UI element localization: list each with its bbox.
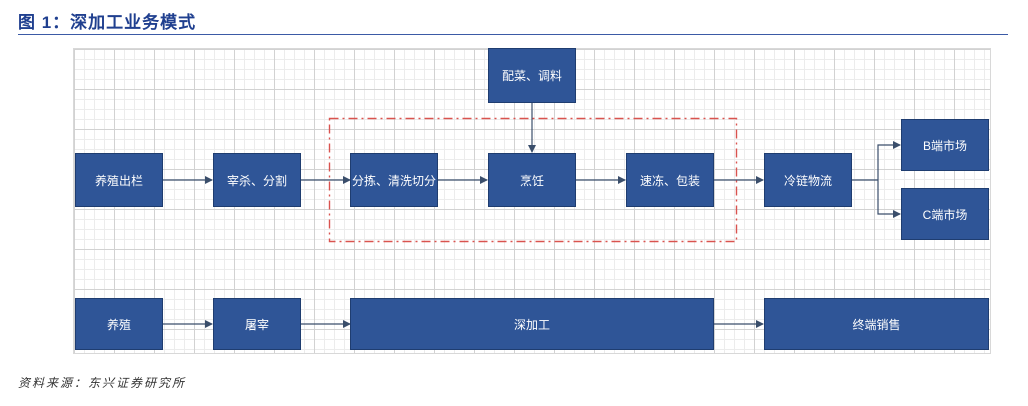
node-c-market: C端市场: [901, 188, 989, 240]
node-freeze-pack: 速冻、包装: [626, 153, 714, 207]
node-ingredients: 配菜、调料: [488, 48, 576, 103]
figure-title: 图 1：深加工业务模式: [18, 13, 197, 32]
node-farming-outbound: 养殖出栏: [75, 153, 163, 207]
node-slaughter: 屠宰: [213, 298, 301, 350]
node-farming: 养殖: [75, 298, 163, 350]
title-rule: [18, 34, 1008, 35]
node-slaughter-split: 宰杀、分割: [213, 153, 301, 207]
arrow-cold-chain-to-c-market: [877, 180, 901, 218]
node-cold-chain: 冷链物流: [764, 153, 852, 207]
processing-stage-dashed-frame: [328, 117, 738, 243]
node-deep-processing: 深加工: [350, 298, 714, 350]
node-b-market: B端市场: [901, 119, 989, 171]
node-cooking: 烹饪: [488, 153, 576, 207]
node-terminal-sales: 终端销售: [764, 298, 989, 350]
source-note: 资料来源：东兴证券研究所: [18, 376, 187, 390]
arrow-cold-chain-to-b-market: [877, 141, 901, 180]
node-sort-wash-cut: 分拣、清洗切分: [350, 153, 438, 207]
